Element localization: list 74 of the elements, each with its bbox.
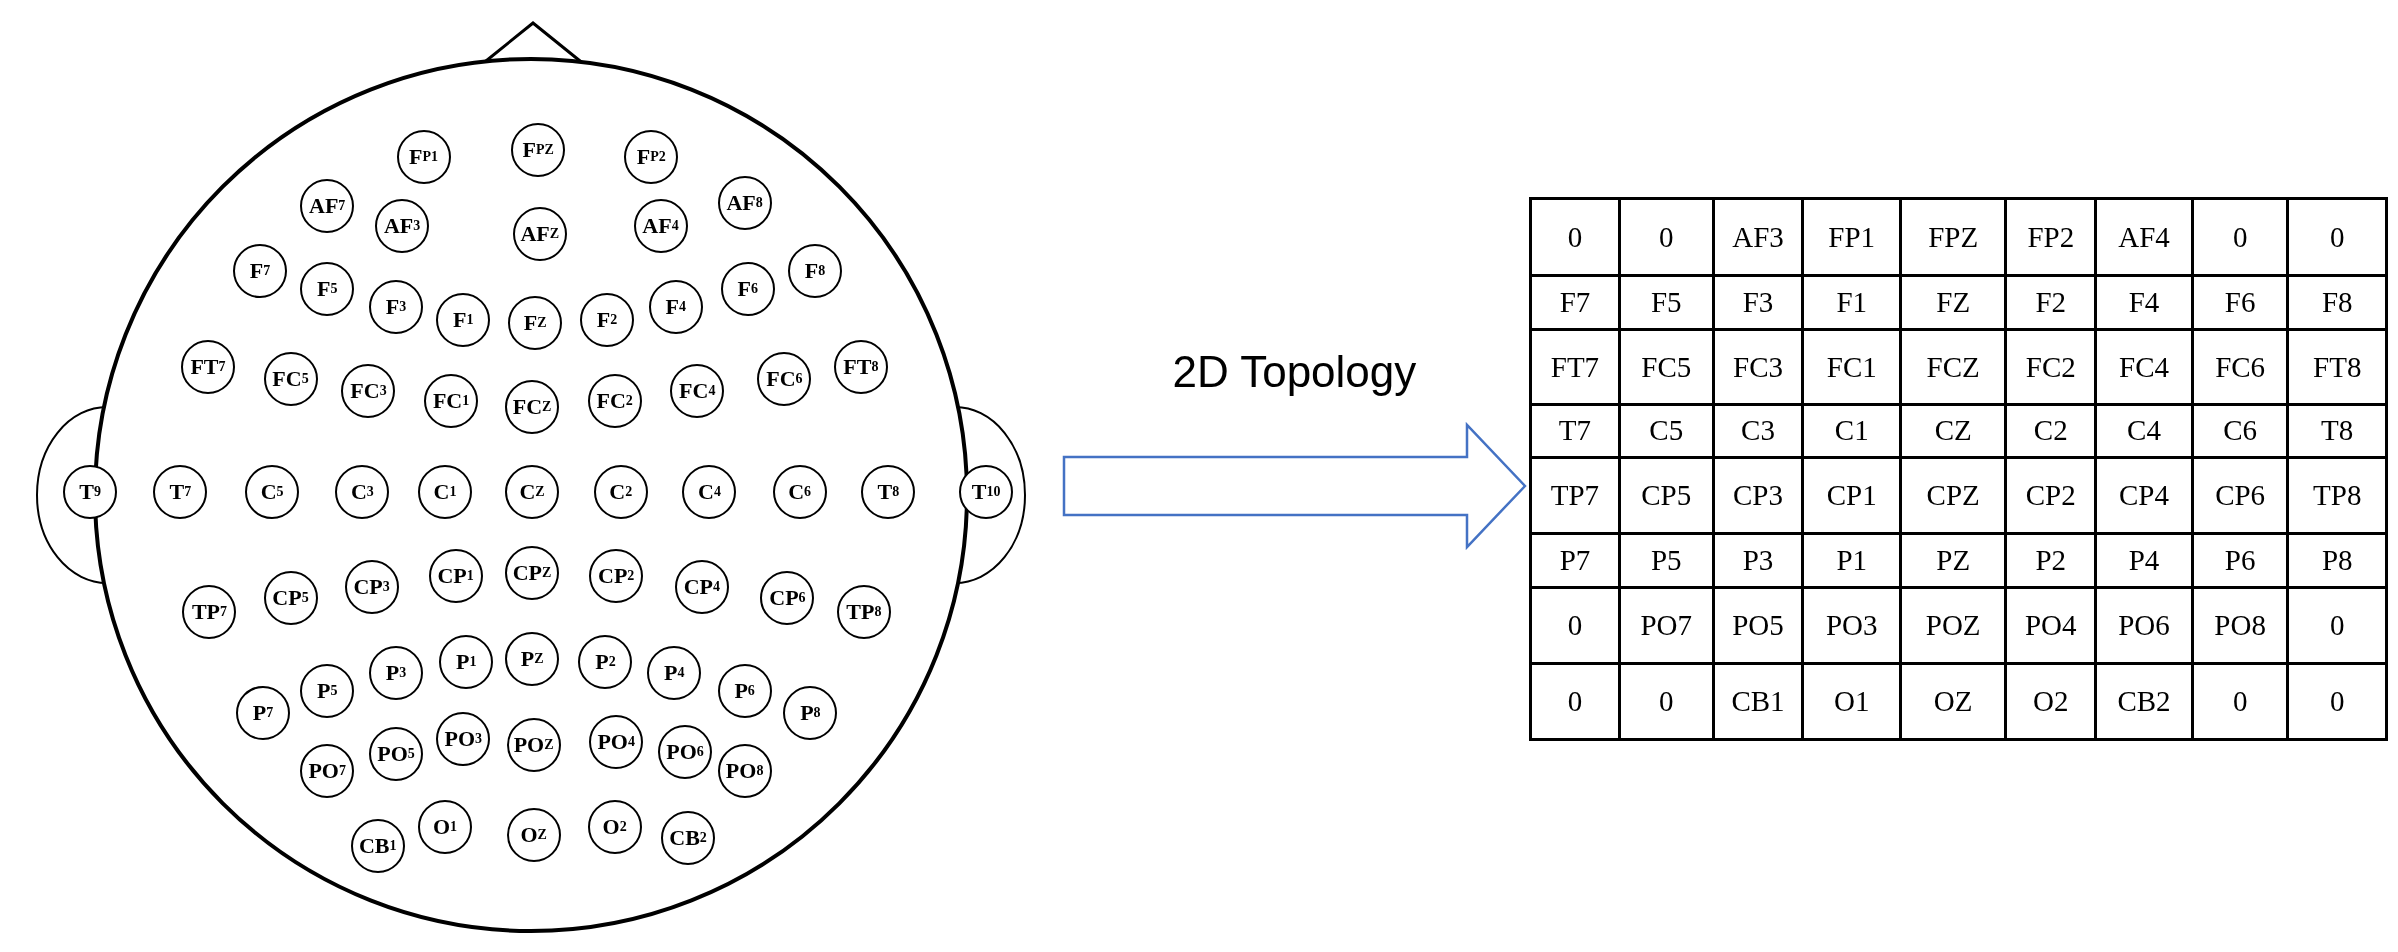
table-cell: CPZ <box>1902 459 2005 533</box>
table-cell: PO6 <box>2097 588 2191 662</box>
table-cell: C4 <box>2097 405 2191 457</box>
table-cell: 0 <box>2289 664 2385 738</box>
table-cell: 0 <box>2193 664 2287 738</box>
table-cell: 0 <box>1620 664 1712 738</box>
table-cell: CB1 <box>1714 664 1802 738</box>
table-cell: P3 <box>1714 535 1802 586</box>
table-cell: C2 <box>2007 405 2095 457</box>
table-cell: P7 <box>1532 535 1618 586</box>
table-cell: FC3 <box>1714 331 1802 403</box>
table-cell: 0 <box>2289 200 2385 275</box>
table-cell: T7 <box>1532 405 1618 457</box>
table-cell: TP7 <box>1532 459 1618 533</box>
table-cell: FC6 <box>2193 331 2287 403</box>
table-cell: P1 <box>1804 535 1900 586</box>
table-cell: PO5 <box>1714 588 1802 662</box>
table-cell: 0 <box>1532 664 1618 738</box>
table-cell: FC5 <box>1620 331 1712 403</box>
table-cell: FP1 <box>1804 200 1900 275</box>
table-cell: C3 <box>1714 405 1802 457</box>
table-cell: F8 <box>2289 277 2385 329</box>
table-cell: 0 <box>1532 588 1618 662</box>
table-cell: P2 <box>2007 535 2095 586</box>
table-cell: F5 <box>1620 277 1712 329</box>
table-cell: 0 <box>2289 588 2385 662</box>
block-arrow <box>1062 421 1527 551</box>
table-cell: FC2 <box>2007 331 2095 403</box>
table-cell: O2 <box>2007 664 2095 738</box>
table-cell: 0 <box>1620 200 1712 275</box>
table-cell: C6 <box>2193 405 2287 457</box>
table-cell: 0 <box>1532 200 1618 275</box>
table-cell: P6 <box>2193 535 2287 586</box>
table-cell: CP1 <box>1804 459 1900 533</box>
table-cell: C1 <box>1804 405 1900 457</box>
table-cell: F6 <box>2193 277 2287 329</box>
table-cell: PO3 <box>1804 588 1900 662</box>
table-cell: PZ <box>1902 535 2005 586</box>
table-cell: 0 <box>2193 200 2287 275</box>
table-cell: TP8 <box>2289 459 2385 533</box>
table-cell: FC4 <box>2097 331 2191 403</box>
table-cell: FZ <box>1902 277 2005 329</box>
table-cell: P4 <box>2097 535 2191 586</box>
table-cell: OZ <box>1902 664 2005 738</box>
table-cell: F1 <box>1804 277 1900 329</box>
table-cell: P5 <box>1620 535 1712 586</box>
table-cell: PO7 <box>1620 588 1712 662</box>
table-cell: FC1 <box>1804 331 1900 403</box>
table-cell: FP2 <box>2007 200 2095 275</box>
table-cell: F4 <box>2097 277 2191 329</box>
table-cell: CP6 <box>2193 459 2287 533</box>
table-cell: CP5 <box>1620 459 1712 533</box>
table-cell: CZ <box>1902 405 2005 457</box>
table-cell: PO4 <box>2007 588 2095 662</box>
table-cell: O1 <box>1804 664 1900 738</box>
table-cell: FT8 <box>2289 331 2385 403</box>
table-cell: POZ <box>1902 588 2005 662</box>
table-cell: CP2 <box>2007 459 2095 533</box>
table-cell: C5 <box>1620 405 1712 457</box>
table-cell: AF3 <box>1714 200 1802 275</box>
table-cell: F3 <box>1714 277 1802 329</box>
topology-table <box>1529 197 2388 741</box>
table-cell: F7 <box>1532 277 1618 329</box>
table-cell: FT7 <box>1532 331 1618 403</box>
table-cell: CB2 <box>2097 664 2191 738</box>
table-cell: FCZ <box>1902 331 2005 403</box>
table-cell: CP4 <box>2097 459 2191 533</box>
table-cell: F2 <box>2007 277 2095 329</box>
table-cell: PO8 <box>2193 588 2287 662</box>
table-cell: CP3 <box>1714 459 1802 533</box>
table-cell: P8 <box>2289 535 2385 586</box>
table-cell: FPZ <box>1902 200 2005 275</box>
table-cell: T8 <box>2289 405 2385 457</box>
table-cell: AF4 <box>2097 200 2191 275</box>
